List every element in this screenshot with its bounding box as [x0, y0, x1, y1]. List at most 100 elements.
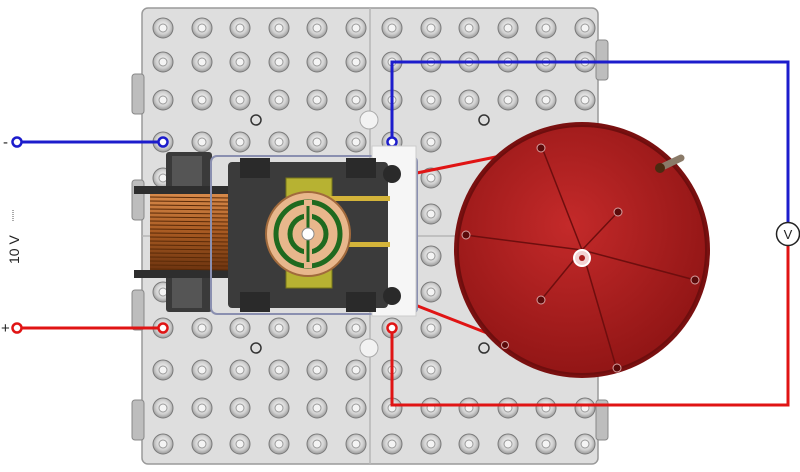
socket-hole [426, 137, 436, 147]
coil-winding [149, 228, 231, 231]
plus-label: + [1, 320, 10, 337]
socket-hole [426, 23, 436, 33]
coil-winding [149, 256, 231, 259]
socket-hole [426, 365, 436, 375]
socket-hole [274, 95, 284, 105]
socket-hole [426, 95, 436, 105]
socket-connector-negative[interactable] [157, 136, 169, 148]
coil-component [134, 152, 242, 312]
socket-hole [387, 439, 397, 449]
terminal-icon [11, 136, 23, 148]
socket-hole [197, 323, 207, 333]
socket-hole [197, 23, 207, 33]
coil-winding [149, 200, 231, 203]
socket-hole [235, 57, 245, 67]
socket-hole [541, 439, 551, 449]
terminal-icon [11, 322, 23, 334]
coil-winding [149, 232, 231, 235]
socket-hole [580, 23, 590, 33]
negative-wire [17, 60, 790, 222]
socket-hole [197, 439, 207, 449]
socket-hole [426, 173, 436, 183]
socket-connector-negative[interactable] [386, 136, 398, 148]
socket-hole [158, 57, 168, 67]
coil-winding [149, 212, 231, 215]
terminal-plus[interactable] [11, 322, 23, 334]
socket-hole [274, 57, 284, 67]
coil-winding [149, 252, 231, 255]
knob-bottom[interactable] [383, 287, 401, 305]
socket-connector-positive[interactable] [157, 322, 169, 334]
coil-winding [149, 268, 231, 271]
socket-hole [235, 403, 245, 413]
socket-hole [158, 95, 168, 105]
socket-hole [464, 23, 474, 33]
socket-hole [312, 365, 322, 375]
socket-hole [235, 323, 245, 333]
socket-hole [351, 23, 361, 33]
socket-hole [274, 439, 284, 449]
socket-hole [235, 137, 245, 147]
voltmeter[interactable]: V [775, 221, 800, 247]
socket-grid [152, 17, 596, 455]
socket-hole [274, 365, 284, 375]
socket-hole [580, 439, 590, 449]
rotor-holder [228, 158, 401, 312]
socket-hole [351, 439, 361, 449]
socket-hole [312, 23, 322, 33]
socket-hole [351, 365, 361, 375]
socket-hole [503, 439, 513, 449]
coil-winding [149, 240, 231, 243]
coil-winding [149, 224, 231, 227]
coil-winding [149, 264, 231, 267]
knob-top[interactable] [383, 165, 401, 183]
socket-hole [351, 137, 361, 147]
board-peg [359, 338, 379, 358]
socket-hole [312, 137, 322, 147]
minus-label: - [3, 134, 8, 151]
socket-hole [503, 23, 513, 33]
socket-hole [197, 95, 207, 105]
socket-hole [235, 439, 245, 449]
coil-winding [149, 236, 231, 239]
socket-hole [351, 57, 361, 67]
disc-axle [655, 154, 685, 173]
socket-hole [426, 439, 436, 449]
coil-winding [149, 208, 231, 211]
coil-winding [149, 204, 231, 207]
socket-hole [503, 95, 513, 105]
rotating-disc-icon [454, 122, 710, 378]
socket-hole [197, 137, 207, 147]
socket-hole [158, 173, 168, 183]
socket-hole [312, 403, 322, 413]
socket-hole [312, 439, 322, 449]
socket-hole [158, 365, 168, 375]
voltage-label: 10 V [6, 235, 22, 264]
coil-winding [149, 216, 231, 219]
socket-hole [464, 95, 474, 105]
socket-connector-positive[interactable] [386, 322, 398, 334]
socket-hole [426, 287, 436, 297]
coil-winding [149, 260, 231, 263]
socket-hole [158, 403, 168, 413]
mounting-marks [250, 114, 490, 354]
coil-icon [149, 194, 231, 271]
coil-winding [149, 220, 231, 223]
socket-hole [312, 95, 322, 105]
socket-hole [158, 439, 168, 449]
terminal-minus[interactable] [11, 136, 23, 148]
socket-hole [541, 95, 551, 105]
socket-hole [426, 251, 436, 261]
socket-hole [541, 23, 551, 33]
socket-hole [580, 95, 590, 105]
socket-hole [197, 365, 207, 375]
socket-hole [274, 403, 284, 413]
voltmeter-label: V [784, 227, 793, 242]
socket-hole [235, 23, 245, 33]
socket-hole [158, 23, 168, 33]
socket-hole [158, 287, 168, 297]
coil-winding [149, 196, 231, 199]
coil-winding [149, 244, 231, 247]
socket-hole [351, 95, 361, 105]
